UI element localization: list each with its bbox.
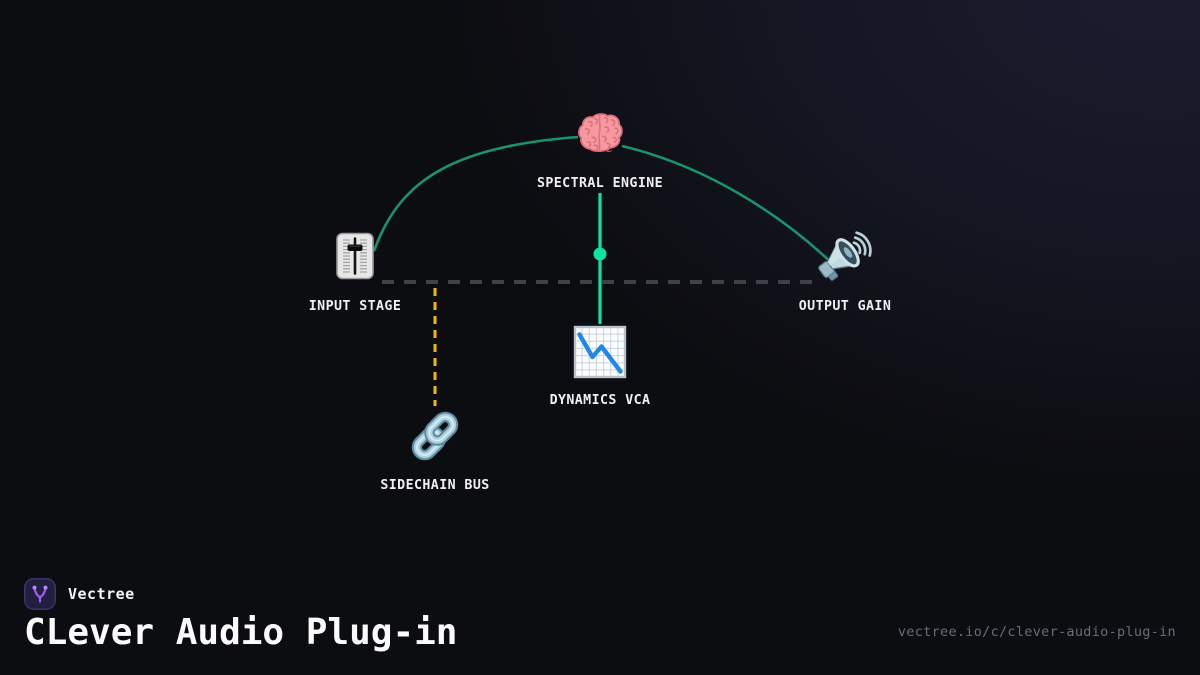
chain-link-icon — [408, 409, 462, 463]
chart-decreasing-icon — [573, 325, 627, 379]
edge-spectral-to-output-curve — [621, 144, 837, 268]
footer-url: vectree.io/c/clever-audio-plug-in — [897, 624, 1176, 640]
junction-dot — [593, 247, 607, 261]
level-slider-icon — [332, 232, 378, 280]
node-label-sidechain-bus: SIDECHAIN BUS — [380, 478, 490, 493]
brand-name: Vectree — [68, 585, 135, 603]
node-label-output-gain: OUTPUT GAIN — [798, 299, 892, 314]
brain-icon — [574, 109, 626, 159]
loudspeaker-icon — [816, 224, 874, 284]
node-label-input-stage: INPUT STAGE — [308, 299, 402, 314]
vectree-logo — [24, 578, 56, 610]
page-title: CLever Audio Plug-in — [24, 612, 458, 653]
brand-row: Vectree — [24, 578, 135, 610]
node-label-dynamics-vca: DYNAMICS VCA — [549, 393, 651, 408]
node-label-spectral-engine: SPECTRAL ENGINE — [536, 176, 664, 191]
edge-input-to-spectral-curve — [372, 135, 579, 252]
